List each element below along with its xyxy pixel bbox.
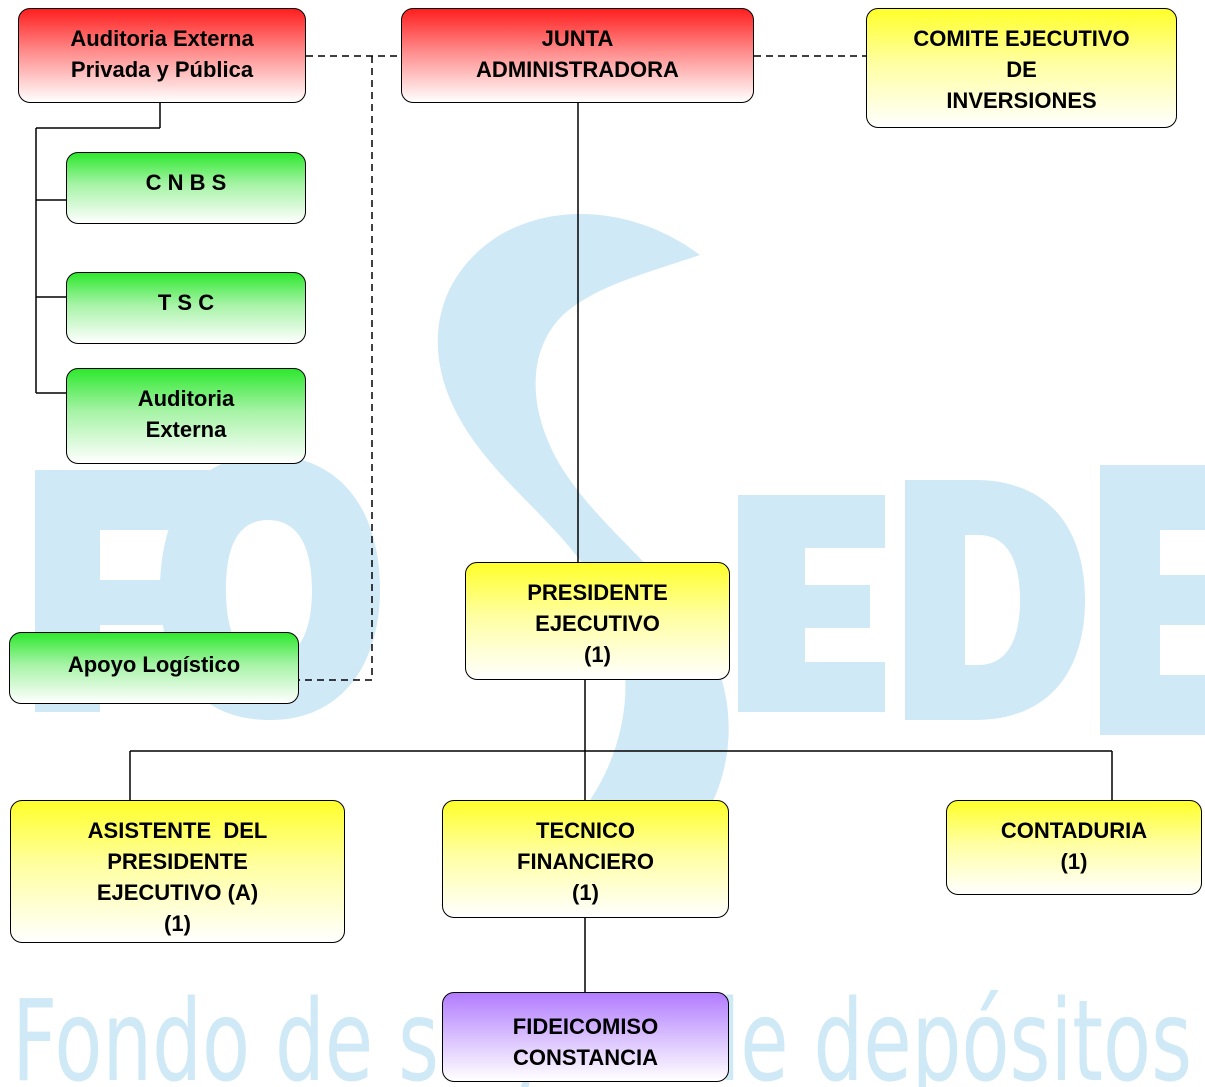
auditoria-externa-privada-line2: Privada y Pública [70,57,254,82]
asistente-line4: (1) [164,911,191,936]
tsc-box: T S C [66,272,306,344]
tecnico-line1: TECNICO [536,818,635,843]
asistente-line3: EJECUTIVO (A) [96,880,259,905]
auditoria-externa-privada-line1: Auditoria Externa [70,26,254,51]
apoyo-logistico-box: Apoyo Logístico [9,632,299,704]
contaduria-line1: CONTADURIA [1000,818,1148,843]
auditoria-externa-privada-box: Auditoria Externa Privada y Pública [18,8,306,103]
tecnico-financiero-box: TECNICO FINANCIERO (1) [442,800,729,918]
presidente-ejecutivo-box: PRESIDENTE EJECUTIVO (1) [465,562,730,680]
auditoria-externa-line2: Externa [145,417,227,442]
junta-administradora-box: JUNTA ADMINISTRADORA [401,8,754,103]
contaduria-line2: (1) [1060,849,1088,874]
asistente-box: ASISTENTE DEL PRESIDENTE EJECUTIVO (A) (… [10,800,345,943]
watermark-swoosh-s [437,213,729,917]
comite-line1: COMITE EJECUTIVO [913,26,1130,51]
auditoria-externa-line1: Auditoria [137,386,235,411]
junta-line1: JUNTA [541,26,614,51]
comite-line2: DE [1006,57,1037,82]
comite-ejecutivo-box: COMITE EJECUTIVO DE INVERSIONES [866,8,1177,128]
fideicomiso-box: FIDEICOMISO CONSTANCIA [442,992,729,1082]
apoyo-label: Apoyo Logístico [67,652,241,677]
asistente-line2: PRESIDENTE [107,849,248,874]
presidente-line1: PRESIDENTE [527,580,668,605]
watermark-letter-e [738,495,885,712]
presidente-line3: (1) [584,642,611,667]
watermark-letter-e2 [1100,465,1205,735]
asistente-line1: ASISTENTE DEL [87,818,268,843]
cnbs-label: C N B S [145,170,227,195]
fideicomiso-line2: CONSTANCIA [512,1045,659,1070]
comite-line3: INVERSIONES [946,88,1097,113]
tecnico-line3: (1) [572,880,599,905]
fideicomiso-line1: FIDEICOMISO [512,1014,659,1039]
auditoria-externa-box: Auditoria Externa [66,368,306,464]
tecnico-line2: FINANCIERO [517,849,654,874]
dashed-junta-apoyo [299,56,373,681]
tsc-label: T S C [157,290,215,315]
contaduria-box: CONTADURIA (1) [946,800,1202,895]
watermark-letter-d [905,480,1085,720]
presidente-line2: EJECUTIVO [535,611,660,636]
cnbs-box: C N B S [66,152,306,224]
junta-line2: ADMINISTRADORA [476,57,679,82]
